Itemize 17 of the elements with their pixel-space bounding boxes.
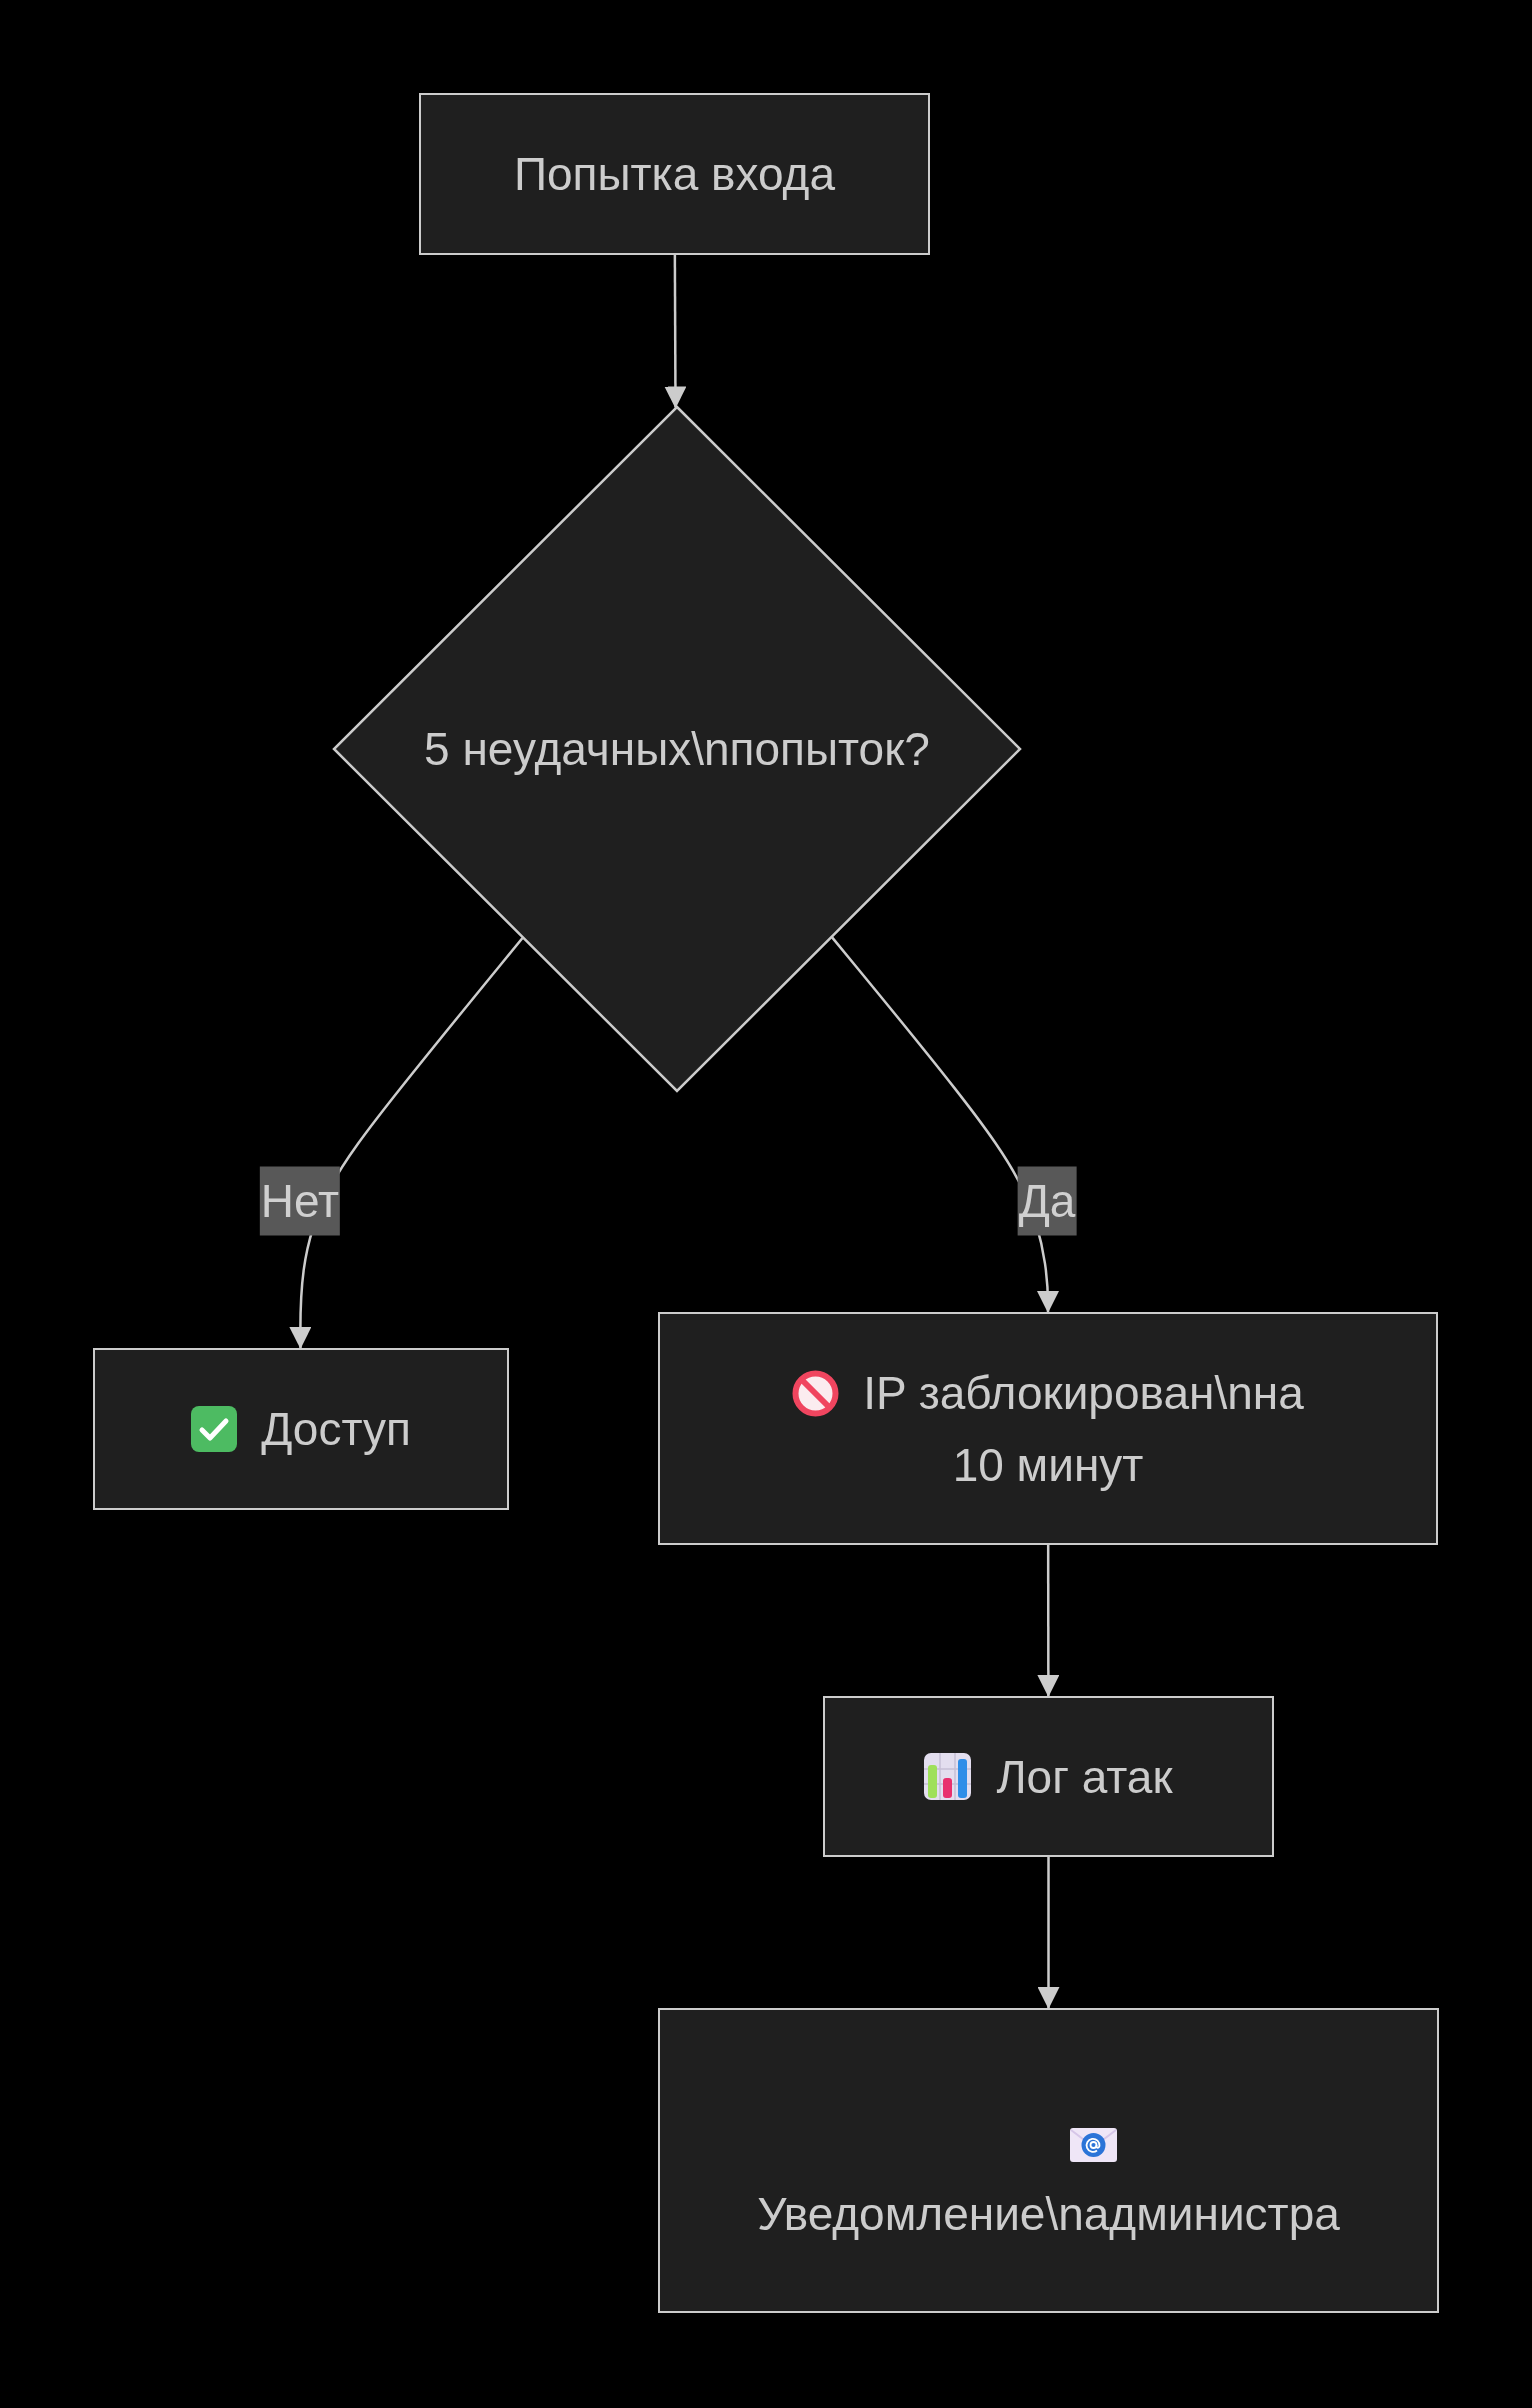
step-label: Лог атак bbox=[996, 1749, 1173, 1805]
process-box bbox=[658, 2008, 1439, 2313]
decision-diamond bbox=[333, 406, 1021, 1092]
arrow bbox=[1037, 1545, 1060, 1697]
step-label: Уведомление\nадминистра bbox=[757, 2186, 1340, 2242]
question-label: 5 неудачных\nпопыток? bbox=[424, 722, 930, 777]
step-label: Попытка входа bbox=[513, 147, 836, 202]
arrow bbox=[664, 255, 687, 409]
process-box bbox=[823, 1696, 1274, 1857]
step-label: IP заблокирован\nна 10 минут bbox=[863, 1366, 1304, 1491]
step-label: Доступ bbox=[261, 1402, 411, 1457]
edge-label: Да bbox=[1017, 1166, 1077, 1236]
arrow bbox=[1037, 1857, 1060, 2009]
edge-label: Нет bbox=[259, 1166, 341, 1236]
process-box bbox=[93, 1348, 509, 1510]
process-box bbox=[658, 1312, 1438, 1545]
process-box bbox=[419, 93, 930, 255]
